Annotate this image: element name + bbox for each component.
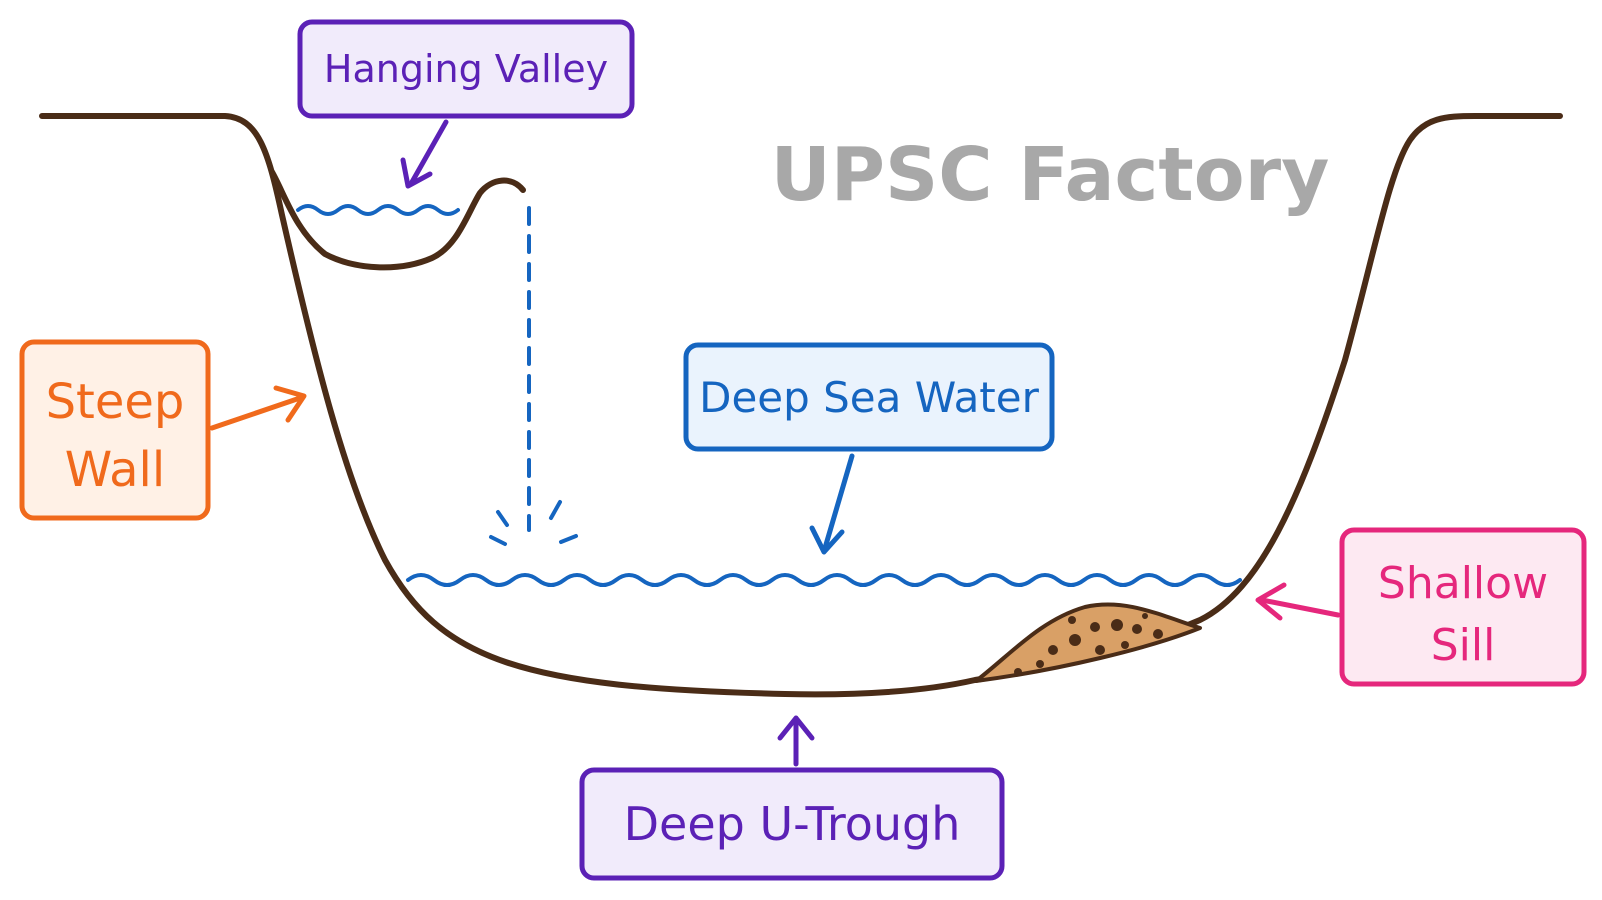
steep-wall-label: Steep Wall (19, 339, 307, 521)
shallow-sill-label: Shallow Sill (1255, 527, 1587, 687)
deep-sea-water-label: Deep Sea Water (683, 342, 1055, 555)
waterfall-splash (489, 500, 578, 546)
deep-sea-water-surface (406, 573, 1242, 587)
fjord-terrain-outline (39, 113, 1563, 698)
deep-u-trough-text: Deep U-Trough (624, 797, 961, 851)
deep-u-trough-label: Deep U-Trough (579, 715, 1005, 881)
hanging-valley-water (296, 204, 460, 216)
shallow-sill-sediment-dots (1014, 613, 1163, 676)
steep-wall-text-line1: Steep (46, 374, 185, 430)
shallow-sill-text-line1: Shallow (1378, 558, 1548, 609)
hanging-valley-label: Hanging Valley (297, 19, 635, 189)
watermark-text: UPSC Factory (771, 132, 1330, 218)
shallow-sill-mound (974, 602, 1202, 683)
deep-sea-water-text: Deep Sea Water (699, 373, 1040, 422)
steep-wall-text-line2: Wall (65, 442, 165, 498)
shallow-sill-text-line2: Sill (1431, 620, 1496, 671)
hanging-valley-text: Hanging Valley (324, 47, 608, 91)
hanging-valley-bowl (269, 169, 526, 271)
